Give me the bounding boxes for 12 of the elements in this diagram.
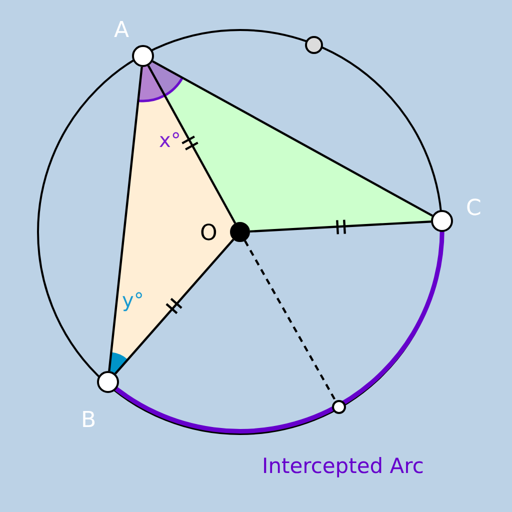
point bbox=[132, 45, 154, 67]
point-label: A bbox=[114, 20, 130, 42]
point-label: B bbox=[81, 410, 96, 432]
point bbox=[332, 400, 346, 414]
angle-label: y° bbox=[122, 290, 144, 310]
point bbox=[305, 36, 323, 54]
point-label: O bbox=[200, 223, 218, 245]
point-label: C bbox=[466, 198, 482, 220]
point bbox=[431, 210, 453, 232]
point bbox=[97, 371, 119, 393]
arc-label: Intercepted Arc bbox=[262, 456, 424, 477]
angle-label: x° bbox=[159, 130, 181, 150]
